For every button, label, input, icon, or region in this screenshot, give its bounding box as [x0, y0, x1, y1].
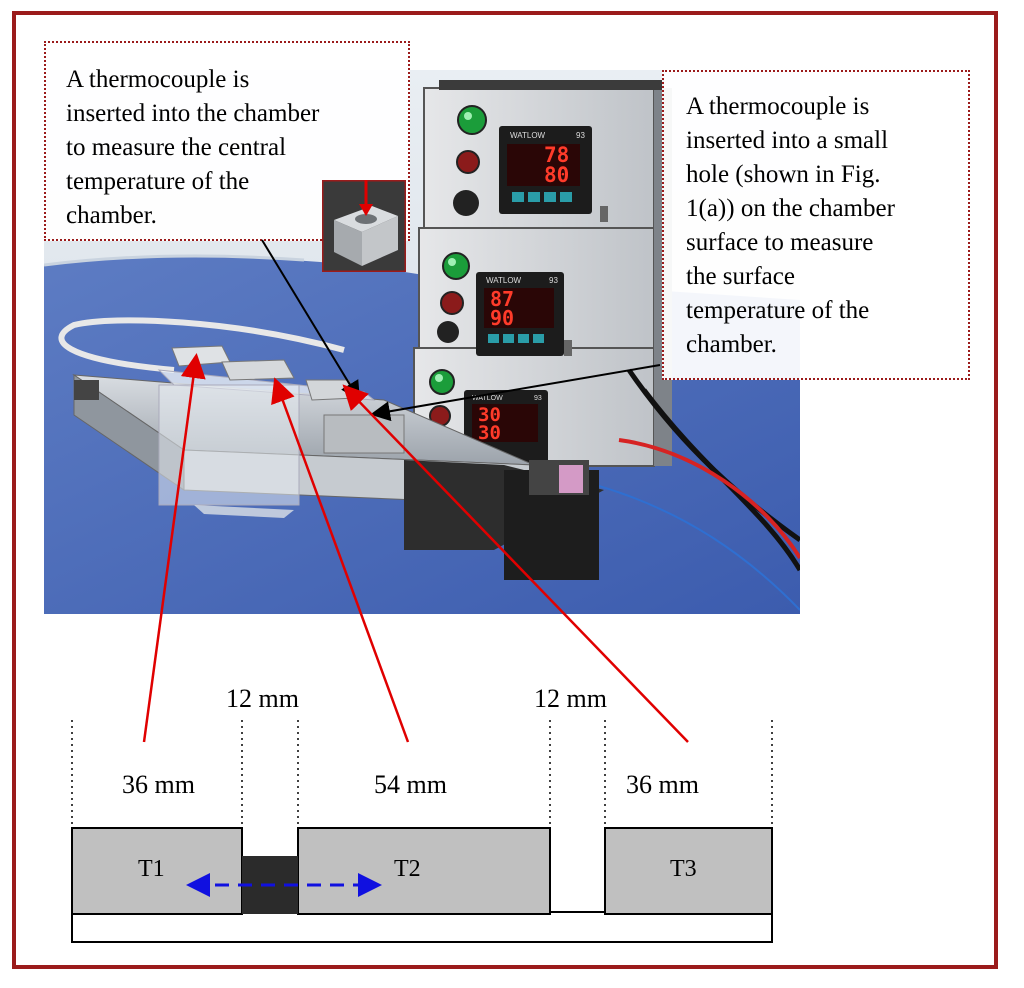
callout-left-line-4: temperature of the	[66, 168, 250, 195]
callout-right-line-2: inserted into a small	[686, 127, 889, 154]
callout-left-line-2: inserted into the chamber	[66, 100, 320, 127]
controller-1-pv: 78	[544, 143, 569, 167]
callout-left-line-1: A thermocouple is	[66, 66, 250, 93]
controller-2-pv: 87	[490, 287, 514, 311]
callout-left-line-3: to measure the central	[66, 134, 287, 161]
dimension-t2: 54 mm	[374, 770, 447, 799]
callout-right-line-6: the surface	[686, 263, 795, 290]
controller-1-brand: WATLOW	[510, 131, 546, 140]
callout-left-line-5: chamber.	[66, 202, 157, 229]
callout-right-line-1: A thermocouple is	[686, 93, 870, 120]
controller-1-model: 93	[576, 131, 585, 140]
callout-right-line-8: chamber.	[686, 331, 777, 358]
controller-3-brand: WATLOW	[472, 395, 503, 402]
dimension-gap-right: 12 mm	[534, 684, 607, 713]
controller-2-sv: 90	[490, 306, 514, 330]
segment-label-t1: T1	[138, 856, 165, 882]
callout-right-line-5: surface to measure	[686, 229, 874, 256]
figure-frame	[12, 11, 998, 969]
callout-right-line-4: 1(a)) on the chamber	[686, 195, 895, 222]
segment-label-t3: T3	[670, 856, 697, 882]
controller-3-sv: 30	[478, 422, 501, 444]
controller-1-sv: 80	[544, 163, 569, 187]
callout-right-line-7: temperature of the	[686, 297, 870, 324]
controller-2-brand: WATLOW	[486, 276, 522, 285]
callout-surface-thermocouple: A thermocouple is inserted into a small …	[662, 70, 970, 380]
segment-label-t2: T2	[394, 856, 421, 882]
dimension-gap-left: 12 mm	[226, 684, 299, 713]
controller-1: WATLOW 93 78 80	[453, 105, 608, 222]
callout-right-line-3: hole (shown in Fig.	[686, 161, 881, 188]
controller-2-model: 93	[549, 276, 558, 285]
chamber-inset-photo	[322, 180, 406, 272]
controller-3-model: 93	[534, 395, 542, 402]
dimension-t3: 36 mm	[626, 770, 699, 799]
controller-2: WATLOW 93 87 90	[437, 252, 572, 356]
dimension-t1: 36 mm	[122, 770, 195, 799]
